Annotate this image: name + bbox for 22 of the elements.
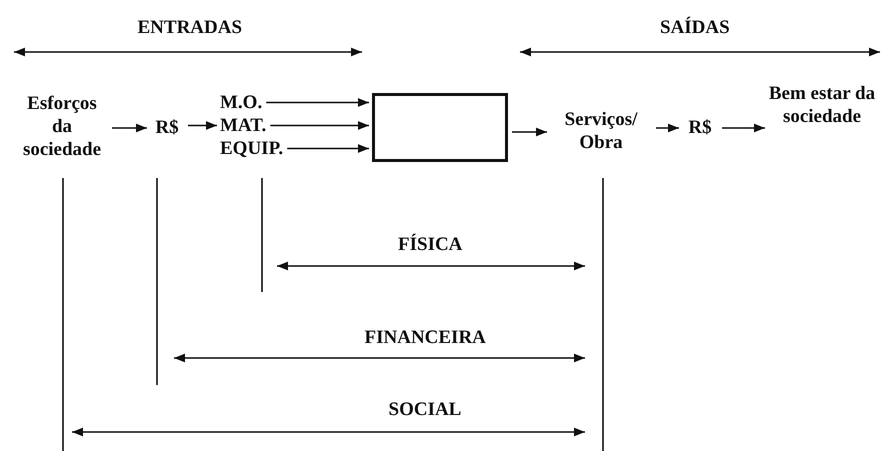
node-label: MAT. [220, 114, 266, 137]
arrow [188, 121, 217, 130]
dimension-label: FINANCEIRA [364, 327, 486, 349]
node-label: R$ [150, 116, 184, 140]
process-box [372, 93, 508, 162]
node-label: EQUIP. [220, 137, 284, 160]
dimension-label: SAÍDAS [660, 17, 730, 39]
dimension-label: SOCIAL [388, 399, 462, 421]
dimension-label: ENTRADAS [138, 17, 242, 39]
dimension-label: FÍSICA [398, 234, 462, 256]
arrow [512, 128, 547, 136]
arrow [112, 124, 147, 132]
arrow [722, 124, 765, 132]
node-label: Bem estar da sociedade [768, 82, 876, 154]
node-label: R$ [682, 116, 718, 140]
arrow [287, 144, 369, 153]
arrow [270, 121, 369, 130]
arrow [656, 124, 679, 132]
node-label: M.O. [220, 91, 262, 114]
arrow [266, 98, 369, 107]
node-label: Esforços da sociedade [16, 92, 108, 164]
node-label: Serviços/ Obra [550, 108, 652, 156]
